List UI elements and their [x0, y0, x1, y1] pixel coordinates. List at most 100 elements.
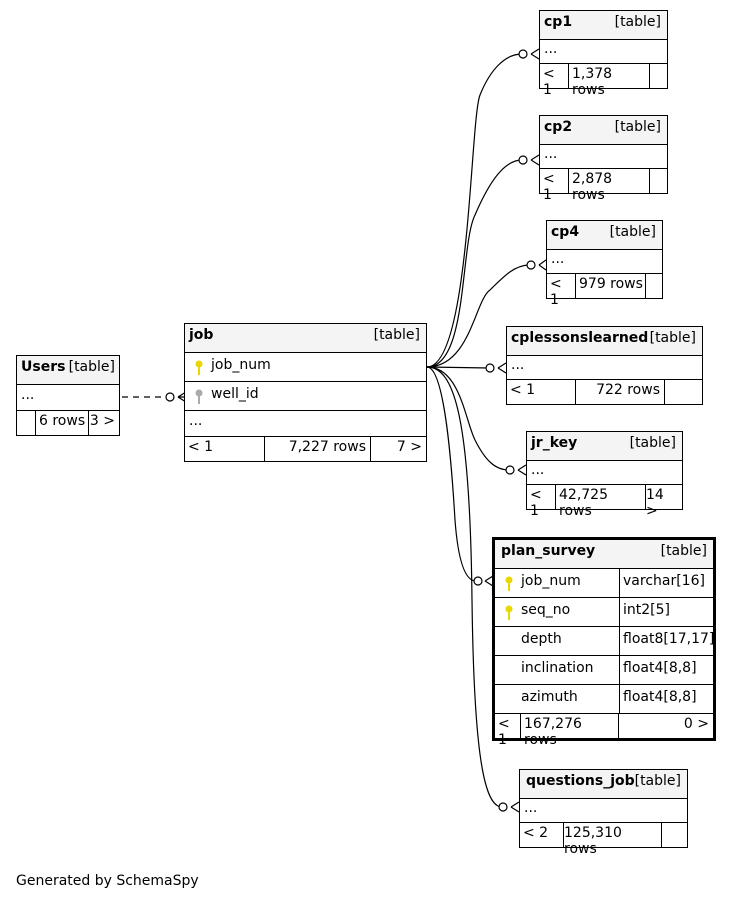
column-name: well_id	[211, 386, 259, 402]
table-name: questions_job	[526, 773, 635, 789]
column-name: depth	[521, 631, 562, 647]
table-cp1[interactable]: cp1 [table] ... < 1 1,378 rows	[539, 10, 668, 98]
column-row: seq_no int2[5]	[495, 598, 713, 627]
table-header: jr_key [table]	[527, 432, 682, 461]
ellipsis-row: ...	[544, 41, 558, 57]
table-header: Users [table]	[17, 356, 119, 385]
edge-job-cplessons	[426, 366, 490, 369]
ellipsis-row: ...	[531, 462, 545, 478]
table-footer: < 1 42,725 rows 14 >	[527, 485, 682, 519]
edge-job-cp4	[426, 264, 531, 368]
column-type: float8[17,17]	[623, 631, 715, 647]
children-link[interactable]: 14 >	[646, 487, 664, 519]
parents-link[interactable]: < 1	[543, 66, 555, 98]
column-row: well_id	[185, 382, 426, 411]
table-row: ...	[185, 411, 426, 437]
table-row: ...	[540, 40, 667, 64]
row-count: 42,725 rows	[559, 487, 608, 519]
parents-link[interactable]: < 1	[510, 382, 536, 398]
table-header: job [table]	[185, 324, 426, 353]
column-name: job_num	[521, 573, 581, 589]
table-kind: [table]	[614, 119, 661, 135]
parents-link[interactable]: < 1	[498, 716, 510, 748]
table-header: cp4 [table]	[547, 221, 662, 250]
children-link[interactable]: 0 >	[683, 716, 709, 732]
row-count: 6 rows	[39, 413, 86, 429]
table-cp2[interactable]: cp2 [table] ... < 1 2,878 rows	[539, 115, 668, 203]
ellipsis-row: ...	[511, 357, 525, 373]
table-footer: < 1 979 rows	[547, 274, 662, 308]
table-plan-survey[interactable]: plan_survey [table] job_num varchar[16] …	[492, 537, 716, 748]
table-header: cp2 [table]	[540, 116, 667, 145]
row-count: 125,310 rows	[564, 825, 622, 857]
row-count: 722 rows	[596, 382, 660, 398]
table-header: cp1 [table]	[540, 11, 667, 40]
ellipsis-row: ...	[551, 251, 565, 267]
table-jr-key[interactable]: jr_key [table] ... < 1 42,725 rows 14 >	[526, 431, 683, 519]
table-header: questions_job [table]	[520, 770, 687, 799]
column-type: varchar[16]	[623, 573, 705, 589]
table-kind: [table]	[629, 435, 676, 451]
table-job[interactable]: job [table] job_num well_id ... < 1 7,22…	[184, 323, 427, 462]
row-count: 7,227 rows	[288, 439, 366, 455]
column-row: depth float8[17,17]	[495, 627, 715, 656]
table-footer: < 1 167,276 rows 0 >	[495, 714, 713, 748]
edge-job-questions	[426, 366, 503, 808]
parents-link[interactable]: < 1	[530, 487, 542, 519]
column-name: azimuth	[521, 689, 578, 705]
table-row: ...	[527, 461, 682, 485]
children-link[interactable]: 7 >	[396, 439, 422, 455]
table-kind: [table]	[68, 359, 115, 375]
foreign-key-icon	[195, 389, 203, 404]
table-cplessonslearned[interactable]: cplessonslearned [table] ... < 1 722 row…	[506, 326, 703, 405]
column-type: float4[8,8]	[623, 660, 697, 676]
children-link[interactable]: 3 >	[89, 413, 115, 429]
table-kind: [table]	[649, 330, 696, 346]
column-type: int2[5]	[623, 602, 670, 618]
table-footer: < 1 1,378 rows	[540, 64, 667, 98]
parents-link[interactable]: < 1	[543, 171, 555, 203]
parents-link[interactable]: < 1	[550, 276, 562, 308]
table-kind: [table]	[373, 327, 420, 343]
column-row: inclination float4[8,8]	[495, 656, 713, 685]
column-name: job_num	[211, 357, 271, 373]
edge-job-cp2	[426, 159, 523, 368]
table-name: plan_survey	[501, 543, 596, 559]
table-name: cp2	[544, 119, 573, 135]
column-name: inclination	[521, 660, 594, 676]
table-footer: < 1 722 rows	[507, 380, 702, 404]
column-row: job_num varchar[16]	[495, 569, 713, 598]
table-name: job	[189, 327, 214, 343]
table-name: jr_key	[531, 435, 578, 451]
table-questions-job[interactable]: questions_job [table] ... < 2 125,310 ro…	[519, 769, 688, 857]
ellipsis-row: ...	[189, 413, 203, 429]
table-footer: < 2 125,310 rows	[520, 823, 687, 857]
table-footer: < 1 2,878 rows	[540, 169, 667, 203]
column-row: azimuth float4[8,8]	[495, 685, 713, 714]
primary-key-icon	[505, 576, 513, 591]
primary-key-icon	[195, 360, 203, 375]
table-row: ...	[17, 385, 119, 411]
parents-link[interactable]: < 2	[523, 825, 549, 841]
table-row: ...	[520, 799, 687, 823]
table-kind: [table]	[609, 224, 656, 240]
table-name: cplessonslearned	[511, 330, 649, 346]
table-cp4[interactable]: cp4 [table] ... < 1 979 rows	[546, 220, 663, 308]
column-row: job_num	[185, 353, 426, 382]
table-name: cp1	[544, 14, 573, 30]
table-header: plan_survey [table]	[495, 540, 713, 569]
row-count: 1,378 rows	[572, 66, 613, 98]
column-type: float4[8,8]	[623, 689, 697, 705]
table-name: cp4	[551, 224, 580, 240]
table-users[interactable]: Users [table] ... 6 rows 3 >	[16, 355, 120, 436]
table-kind: [table]	[634, 773, 681, 789]
row-count: 979 rows	[579, 276, 643, 292]
generated-by-label: Generated by SchemaSpy	[16, 873, 199, 889]
edge-job-cp1	[426, 53, 523, 368]
ellipsis-row: ...	[21, 387, 35, 403]
ellipsis-row: ...	[524, 800, 538, 816]
primary-key-icon	[505, 605, 513, 620]
parents-link[interactable]: < 1	[188, 439, 214, 455]
table-header: cplessonslearned [table]	[507, 327, 702, 356]
